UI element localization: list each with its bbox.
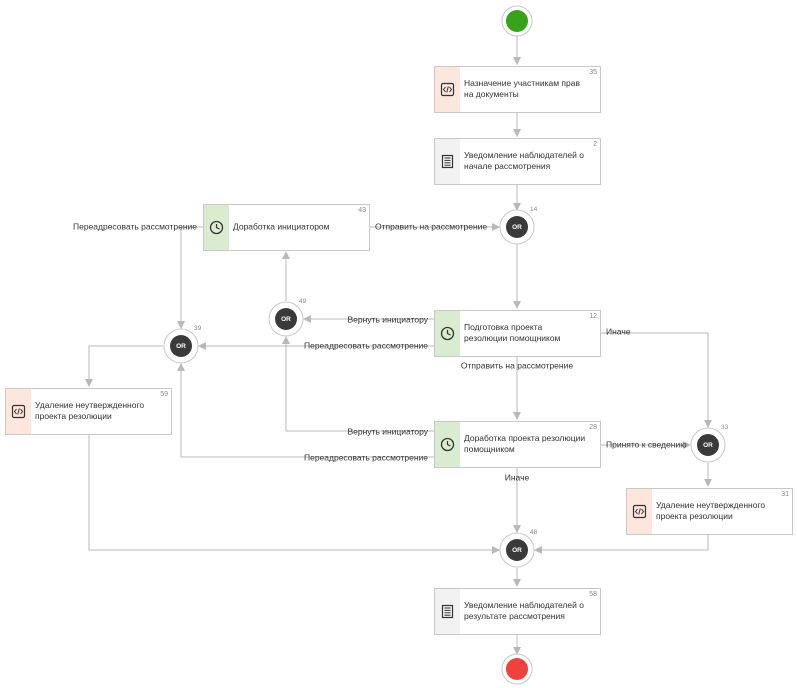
task-label-line: Доработка инициатором <box>233 221 330 231</box>
end-dot <box>506 658 528 680</box>
task-type-strip <box>435 139 460 184</box>
code-icon <box>11 404 26 419</box>
task-box <box>5 388 172 435</box>
edge-label-e5: Иначе <box>606 326 631 336</box>
or-gateway-49[interactable]: OR 49 <box>268 298 307 337</box>
or-gateway-48[interactable]: OR 48 <box>499 529 538 568</box>
task-label-line: начале рассмотрения <box>464 161 551 171</box>
connector-13 <box>282 336 434 432</box>
task-number: 58 <box>589 591 597 598</box>
task-box <box>203 204 370 251</box>
connectors <box>85 36 712 655</box>
task-label-line: помощником <box>464 444 515 454</box>
start-dot <box>506 10 528 32</box>
gateway-label: OR <box>176 343 186 350</box>
gateway-core <box>170 335 192 357</box>
connector-19 <box>534 534 709 554</box>
code-icon <box>440 82 455 97</box>
connector-18 <box>88 434 500 554</box>
task-number: 35 <box>589 69 597 76</box>
task-number: 59 <box>160 391 168 398</box>
task-number: 2 <box>593 141 597 148</box>
task-label-line: Уведомление наблюдателей о <box>464 150 584 160</box>
document-icon <box>441 154 454 169</box>
task-label-line: Назначение участникам прав <box>464 78 580 88</box>
task-box <box>434 421 601 468</box>
edge-label-e9: Переадресовать рассмотрение <box>304 452 428 462</box>
clock-icon <box>440 437 455 452</box>
connector-14 <box>177 363 434 458</box>
task-number: 43 <box>358 207 366 214</box>
task-label-line: Подготовка проекта <box>464 322 542 332</box>
gateway-number: 48 <box>530 529 538 536</box>
task-label-line: результате рассмотрения <box>464 611 565 621</box>
task-label-line: резолюции помощником <box>464 333 561 343</box>
gateway-number: 49 <box>299 298 307 305</box>
gateway-label: OR <box>281 316 291 323</box>
task-label-line: проекта резолюции <box>35 411 112 421</box>
task-box <box>434 138 601 185</box>
task-box <box>434 66 601 113</box>
edge-label-e4: Переадресовать рассмотрение <box>304 340 428 350</box>
task-box <box>434 588 601 635</box>
task-label-line: Удаление неутвержденного <box>35 400 144 410</box>
task-label-line: проекта резолюции <box>656 511 733 521</box>
gateway-label: OR <box>512 224 522 231</box>
gateway-core <box>506 539 528 561</box>
connector-10 <box>600 332 712 428</box>
edge-label-e2: Отправить на рассмотрение <box>375 221 487 231</box>
edge-label-e10: Иначе <box>505 472 530 482</box>
task-number: 31 <box>781 491 789 498</box>
gateway-number: 14 <box>530 206 538 213</box>
start-event[interactable] <box>501 5 533 37</box>
document-icon <box>441 604 454 619</box>
task-label-line: на документы <box>464 89 519 99</box>
task-number: 12 <box>589 313 597 320</box>
gateway-number: 33 <box>721 424 729 431</box>
connector-12 <box>85 345 163 387</box>
connector-5 <box>177 226 203 329</box>
edge-label-e1: Переадресовать рассмотрение <box>73 221 197 231</box>
code-icon <box>632 504 647 519</box>
or-gateway-33[interactable]: OR 33 <box>690 424 729 463</box>
end-event[interactable] <box>501 653 533 685</box>
task-label-line: Удаление неутвержденного <box>656 500 765 510</box>
clock-icon <box>440 326 455 341</box>
task-number: 28 <box>589 424 597 431</box>
gateway-label: OR <box>703 442 713 449</box>
edge-label-e6: Отправить на рассмотрение <box>461 360 573 370</box>
gateway-core <box>697 434 719 456</box>
gateway-core <box>275 308 297 330</box>
edge-label-e7: Вернуть инициатору <box>347 426 428 436</box>
gateway-label: OR <box>512 547 522 554</box>
edge-label-e3: Вернуть инициатору <box>347 314 428 324</box>
gateway-number: 39 <box>194 325 202 332</box>
edge-label-e8: Принято к сведению <box>606 439 687 449</box>
task-label-line: Доработка проекта резолюции <box>464 433 585 443</box>
task-label-line: Уведомление наблюдателей о <box>464 600 584 610</box>
or-gateway-39[interactable]: OR 39 <box>163 325 202 364</box>
task-type-strip <box>435 589 460 634</box>
clock-icon <box>209 220 224 235</box>
or-gateway-14[interactable]: OR 14 <box>499 206 538 245</box>
task-box <box>626 488 793 535</box>
task-box <box>434 310 601 357</box>
gateway-core <box>506 216 528 238</box>
